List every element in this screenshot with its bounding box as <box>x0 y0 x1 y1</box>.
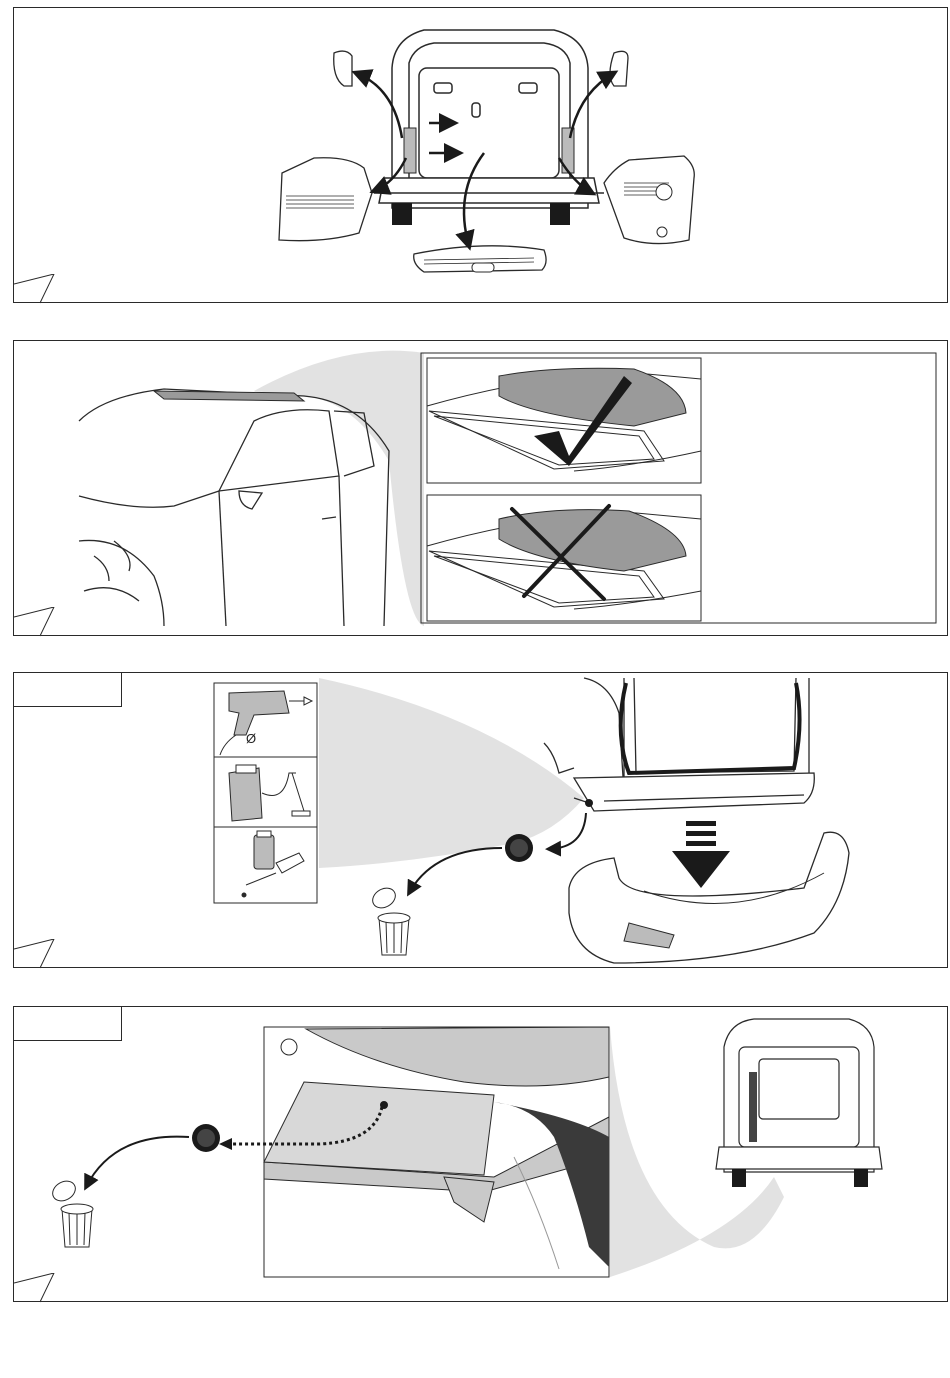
down-arrow-icon <box>672 821 730 888</box>
drill-symbol: Ø <box>246 731 256 746</box>
tools-panel <box>214 683 317 903</box>
panel-corner-mark <box>14 274 64 304</box>
left-mirror-cover <box>334 51 352 86</box>
underbody-plug-diagram <box>14 1007 949 1303</box>
bumper-removal-diagram: Ø <box>14 673 949 969</box>
trash-bin-icon <box>49 1177 93 1247</box>
right-tire <box>550 203 570 225</box>
sunroof-panel <box>154 391 304 401</box>
sunroof-diagram <box>14 341 949 637</box>
trunk-disassembly-diagram <box>14 8 949 304</box>
step-4-panel <box>13 1006 948 1302</box>
panel-corner-mark <box>14 607 64 637</box>
panel-corner-mark <box>14 939 64 969</box>
left-door-trim <box>279 158 372 241</box>
trash-bin-icon <box>369 884 410 955</box>
panel-corner-mark <box>14 1273 64 1303</box>
step-1-panel <box>13 7 948 303</box>
right-mirror-cover <box>610 51 628 86</box>
step-2-panel <box>13 340 948 636</box>
step-3-panel: Ø <box>13 672 948 968</box>
right-door-trim <box>604 156 694 244</box>
left-tire <box>392 203 412 225</box>
